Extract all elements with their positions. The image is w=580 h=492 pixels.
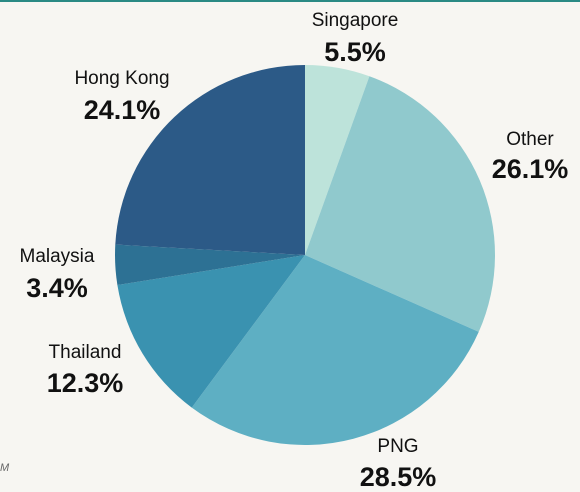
slice-label-value: 24.1%: [84, 95, 161, 125]
pie-slice-hong-kong: [115, 65, 305, 255]
top-rule: [0, 0, 580, 2]
slice-label-name: Other: [506, 129, 554, 150]
slice-label-name: Singapore: [312, 10, 399, 31]
pie-labels: Singapore 5.5% Other 26.1% PNG 28.5% Thailand 1…: [20, 10, 569, 492]
slice-label-name: Thailand: [49, 342, 122, 363]
pie-slice-png: [191, 255, 479, 445]
pie-slice-malaysia: [115, 244, 305, 286]
slice-label-name: PNG: [377, 436, 418, 457]
slice-label-value: 12.3%: [47, 368, 124, 398]
slice-label-value: 26.1%: [492, 154, 569, 184]
pie-slice-thailand: [117, 255, 305, 408]
slice-label-name: Malaysia: [20, 246, 95, 267]
slice-label-name: Hong Kong: [74, 68, 169, 89]
pie-slices: [115, 65, 495, 445]
slice-label-value: 28.5%: [360, 462, 437, 492]
corner-mark: M: [0, 462, 10, 474]
pie-slice-other: [305, 76, 495, 332]
pie-slice-singapore: [305, 65, 370, 255]
slice-label-value: 5.5%: [324, 37, 386, 67]
slice-label-value: 3.4%: [26, 273, 88, 303]
